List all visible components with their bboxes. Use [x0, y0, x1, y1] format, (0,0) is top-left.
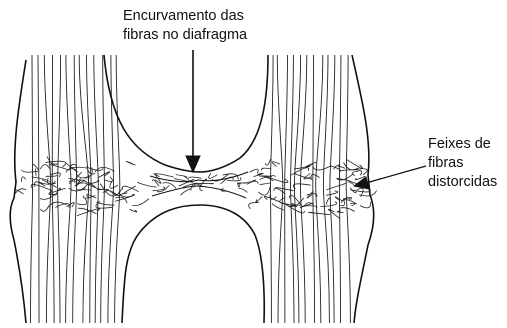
diaphragm-label-line-1: Encurvamento das — [123, 7, 247, 26]
diaphragm-line — [152, 186, 246, 198]
tangled-fiber — [209, 173, 217, 178]
upper-notch-curve — [104, 55, 268, 172]
distorted-fibers-label-line-2: fibras — [428, 154, 497, 173]
fiber-strand — [94, 55, 99, 323]
tangled-fiber — [153, 187, 165, 191]
tangled-fiber — [104, 177, 112, 182]
tangled-fiber — [21, 177, 25, 182]
fiber-strand — [330, 55, 335, 323]
tangled-fiber — [40, 165, 50, 169]
tangled-fiber — [201, 179, 207, 186]
diaphragm-label: Encurvamento das fibras no diafragma — [123, 7, 247, 45]
tangled-fiber — [258, 186, 270, 195]
tangled-fiber — [293, 184, 310, 189]
bone-outlines — [10, 55, 373, 323]
tangled-fiber — [137, 182, 157, 187]
tangled-fiber — [291, 168, 309, 176]
tangled-fiber — [55, 203, 69, 207]
tangled-fiber — [344, 163, 359, 170]
tangled-fiber — [15, 190, 24, 194]
tangled-fiber — [46, 175, 57, 176]
tangled-fiber — [313, 166, 331, 170]
tangled-fiber — [320, 202, 336, 207]
tangled-fiber — [311, 174, 319, 179]
tangled-fiber — [337, 211, 343, 213]
tangled-fiber — [347, 159, 363, 168]
fiber-strand — [73, 55, 77, 323]
distorted-fibers-label-line-1: Feixes de — [428, 135, 497, 154]
fiber-strand — [346, 55, 350, 323]
right-fiber-bundle — [271, 55, 351, 323]
tangled-fiber — [337, 178, 350, 182]
distorted-fibers-label: Feixes de fibras distorcidas — [428, 135, 497, 192]
tangled-fiber — [86, 167, 103, 171]
diaphragm-line — [150, 172, 248, 182]
tangled-fiber — [341, 170, 362, 176]
tangled-fiber — [295, 173, 312, 180]
tangled-fiber — [326, 191, 338, 195]
diaphragm-arrowhead — [186, 156, 200, 172]
fiber-strand — [115, 55, 120, 323]
tangled-fiber — [97, 202, 115, 205]
tangled-fiber — [261, 168, 270, 170]
tangled-fiber — [188, 177, 201, 178]
fibers-pointer-arrow — [366, 166, 426, 183]
diaphragm-label-line-2: fibras no diafragma — [123, 26, 247, 45]
fiber-strand — [313, 55, 315, 323]
tangled-fiber — [272, 162, 280, 167]
fiber-strand — [52, 55, 54, 323]
fiber-strand — [339, 55, 341, 323]
tangled-fiber — [350, 203, 355, 206]
left-outer-contour — [10, 60, 26, 323]
tangled-fiber — [180, 188, 191, 195]
tangled-fiber — [132, 199, 149, 206]
tangled-fiber — [77, 209, 100, 216]
tangled-fiber — [328, 209, 340, 218]
tangled-fiber — [260, 183, 270, 185]
tangled-fiber — [335, 197, 342, 201]
fiber-strand — [271, 55, 274, 323]
tangled-fiber — [155, 174, 173, 177]
fiber-strand — [38, 55, 39, 323]
fiber-strand — [316, 55, 323, 323]
tangled-fiber — [250, 169, 258, 173]
tangled-fiber — [119, 192, 132, 197]
tangled-fiber — [353, 171, 359, 175]
tangled-fiber — [256, 196, 262, 202]
tangled-fiber — [41, 206, 49, 211]
lower-arch-curve — [122, 205, 264, 323]
fiber-strand — [300, 55, 306, 323]
fiber-strand — [291, 55, 295, 323]
tangled-fiber — [265, 159, 270, 165]
tangled-fiber — [308, 212, 330, 214]
tangled-fiber — [130, 209, 137, 212]
tangled-fiber — [157, 185, 169, 191]
fiber-strand — [31, 55, 33, 323]
distorted-fibers-label-line-3: distorcidas — [428, 173, 497, 192]
tangled-fiber — [239, 188, 248, 192]
tangled-fiber — [126, 161, 135, 165]
tangled-fiber — [47, 156, 54, 164]
tangled-fiber — [360, 202, 371, 208]
tangled-fiber — [77, 198, 87, 204]
tangled-fiber — [249, 203, 259, 209]
